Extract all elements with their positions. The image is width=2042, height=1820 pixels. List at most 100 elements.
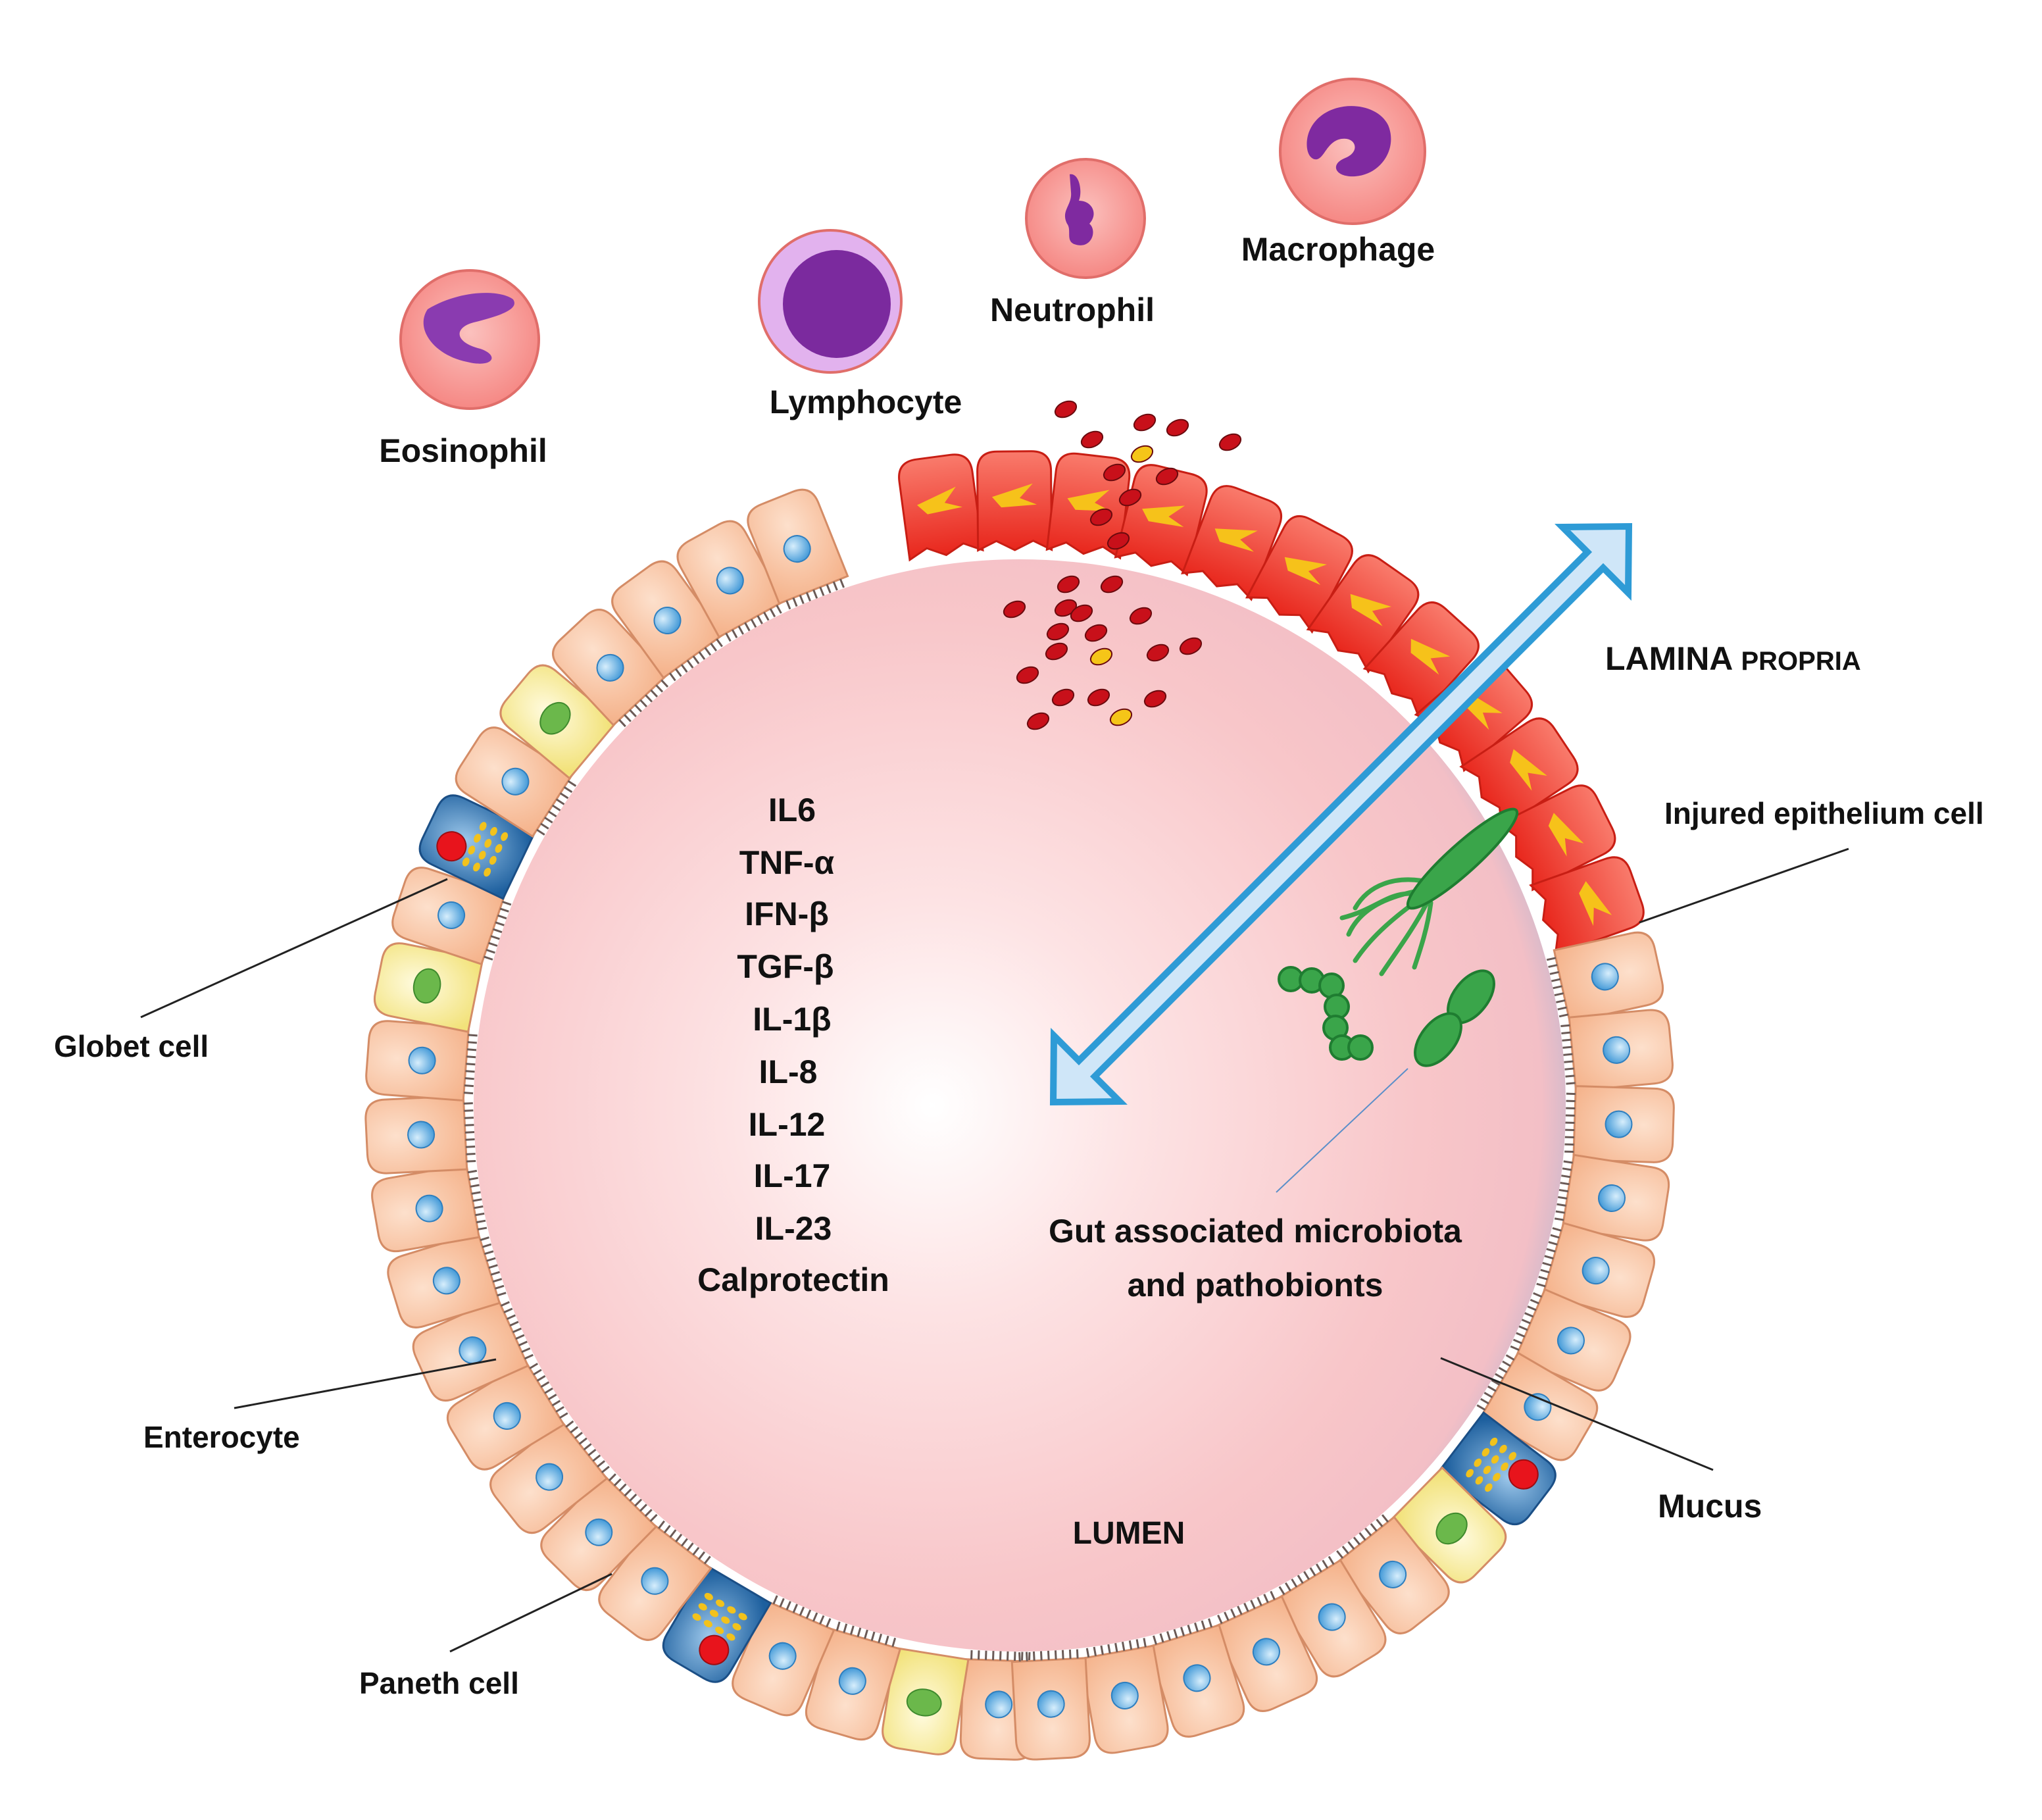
red-blood-cell bbox=[1089, 508, 1113, 526]
streptococcus-chain bbox=[1278, 966, 1374, 1061]
neutrophil-cell bbox=[1025, 158, 1146, 279]
enterocyte-cell bbox=[1554, 1153, 1670, 1242]
eosinophil-cell bbox=[399, 269, 540, 410]
enterocyte-cell bbox=[455, 726, 577, 838]
enterocyte-cell bbox=[598, 1520, 712, 1641]
globet-leader bbox=[140, 878, 448, 1019]
microbiota-leader bbox=[1276, 1068, 1408, 1193]
globet-cell-label: Globet cell bbox=[54, 1029, 209, 1063]
enterocyte-cell bbox=[489, 1419, 610, 1534]
lamina-word: LAMINA bbox=[1605, 640, 1741, 677]
mucus-label: Mucus bbox=[1658, 1488, 1762, 1525]
enterocyte-cell bbox=[611, 560, 725, 682]
red-blood-cell bbox=[1218, 433, 1242, 451]
red-blood-cell bbox=[1084, 624, 1108, 642]
red-blood-cell bbox=[1016, 666, 1039, 684]
injured-cell bbox=[898, 453, 984, 562]
injured-epithelium-label: Injured epithelium cell bbox=[1664, 796, 1984, 830]
paneth-cell bbox=[418, 794, 537, 900]
flagellated-bacterium bbox=[1339, 807, 1519, 976]
microbiota-label-line1: Gut associated microbiota bbox=[1049, 1213, 1462, 1250]
goblet-cell bbox=[1389, 1466, 1507, 1584]
paneth-leader bbox=[449, 1573, 612, 1653]
injured-cell bbox=[1181, 485, 1283, 601]
lymphocyte-cell bbox=[758, 229, 903, 374]
macrophage-cell bbox=[1279, 78, 1426, 225]
leader-lines bbox=[140, 847, 1849, 1653]
cytokine-item: TGF-β bbox=[737, 948, 834, 985]
enterocyte-cell bbox=[552, 609, 669, 728]
enterocyte-cell bbox=[1510, 1288, 1631, 1392]
enterocyte-cell bbox=[540, 1473, 658, 1592]
platelet bbox=[1089, 647, 1113, 666]
enterocyte-cell bbox=[1335, 1514, 1450, 1634]
enterocyte-cell bbox=[1276, 1555, 1387, 1678]
enterocyte-cell bbox=[371, 1163, 487, 1253]
enterocyte-cell bbox=[1147, 1618, 1245, 1738]
cytokine-item: IL-8 bbox=[759, 1053, 818, 1090]
enterocyte-cell bbox=[1560, 1009, 1674, 1092]
microbiota-label-line2: and pathobionts bbox=[1128, 1267, 1383, 1303]
red-blood-cell bbox=[1080, 430, 1104, 449]
red-blood-cell bbox=[1103, 463, 1126, 482]
paneth-cell-label: Paneth cell bbox=[359, 1666, 519, 1700]
injured-leader bbox=[1639, 847, 1849, 924]
eosinophil-label: Eosinophil bbox=[379, 432, 547, 469]
enterocyte-cell bbox=[1213, 1590, 1318, 1712]
paneth-cell bbox=[1437, 1411, 1556, 1525]
cytokine-item: IL-23 bbox=[755, 1210, 832, 1247]
cytokine-item: IL-1β bbox=[753, 1001, 831, 1038]
lamina-lumen-arrow bbox=[1049, 522, 1633, 1106]
enterocyte-cell bbox=[364, 1094, 476, 1175]
red-blood-cell bbox=[1087, 688, 1110, 707]
enterocyte-cell bbox=[1080, 1638, 1169, 1754]
red-blood-cell bbox=[1054, 400, 1078, 418]
cytokine-item: Calprotectin bbox=[697, 1261, 889, 1298]
red-blood-cell bbox=[1133, 413, 1157, 432]
red-blood-cell bbox=[1146, 644, 1170, 662]
red-blood-cell bbox=[1107, 532, 1130, 550]
red-blood-cell bbox=[1155, 467, 1179, 486]
bacteria-group bbox=[1278, 807, 1519, 1067]
lumen-area bbox=[474, 559, 1566, 1652]
enterocyte-cell bbox=[805, 1621, 902, 1741]
enterocyte-label: Enterocyte bbox=[143, 1420, 300, 1454]
cytokine-list: IL6 TNF-α IFN-β TGF-β IL-1β IL-8 IL-12 I… bbox=[697, 792, 889, 1298]
enterocyte-cell bbox=[387, 1231, 507, 1328]
red-blood-cell bbox=[1051, 688, 1075, 707]
red-blood-cell bbox=[1026, 712, 1050, 730]
enterocyte-cell bbox=[1010, 1649, 1091, 1761]
red-blood-cell bbox=[1143, 690, 1167, 708]
enterocyte-leader bbox=[234, 1358, 497, 1409]
platelet bbox=[1109, 708, 1133, 726]
red-blood-cell bbox=[1100, 575, 1124, 594]
cytokine-item: IL-17 bbox=[754, 1157, 831, 1194]
injured-cell bbox=[976, 450, 1053, 552]
neutrophil-label: Neutrophil bbox=[990, 291, 1155, 328]
red-blood-cell bbox=[1070, 604, 1093, 622]
mucus-leader bbox=[1440, 1357, 1714, 1471]
red-blood-cell bbox=[1057, 575, 1080, 594]
blood-cells bbox=[1003, 400, 1242, 730]
goblet-cell bbox=[374, 942, 484, 1033]
red-blood-cell bbox=[1166, 418, 1189, 437]
enterocyte-cell bbox=[446, 1360, 568, 1471]
enterocyte-cell bbox=[365, 1020, 478, 1102]
red-blood-cell bbox=[1179, 637, 1203, 655]
cytokine-item: TNF-α bbox=[739, 844, 835, 881]
enterocyte-cell bbox=[1546, 931, 1664, 1024]
enterocyte-cell bbox=[676, 520, 785, 642]
goblet-cell bbox=[882, 1646, 970, 1756]
red-blood-cell bbox=[1118, 488, 1142, 507]
red-blood-cell bbox=[1054, 599, 1078, 617]
cytokine-item: IL6 bbox=[768, 792, 816, 828]
enterocyte-cell bbox=[747, 488, 849, 610]
epithelial-ring bbox=[364, 450, 1675, 1761]
cytokine-item: IL-12 bbox=[749, 1106, 826, 1143]
red-blood-cell bbox=[1129, 607, 1153, 625]
enterocyte-cell bbox=[732, 1595, 835, 1717]
cytokine-item: IFN-β bbox=[745, 896, 829, 932]
lamina-propria-label: LAMINA PROPRIA bbox=[1605, 640, 1861, 677]
macrophage-label: Macrophage bbox=[1241, 231, 1435, 268]
